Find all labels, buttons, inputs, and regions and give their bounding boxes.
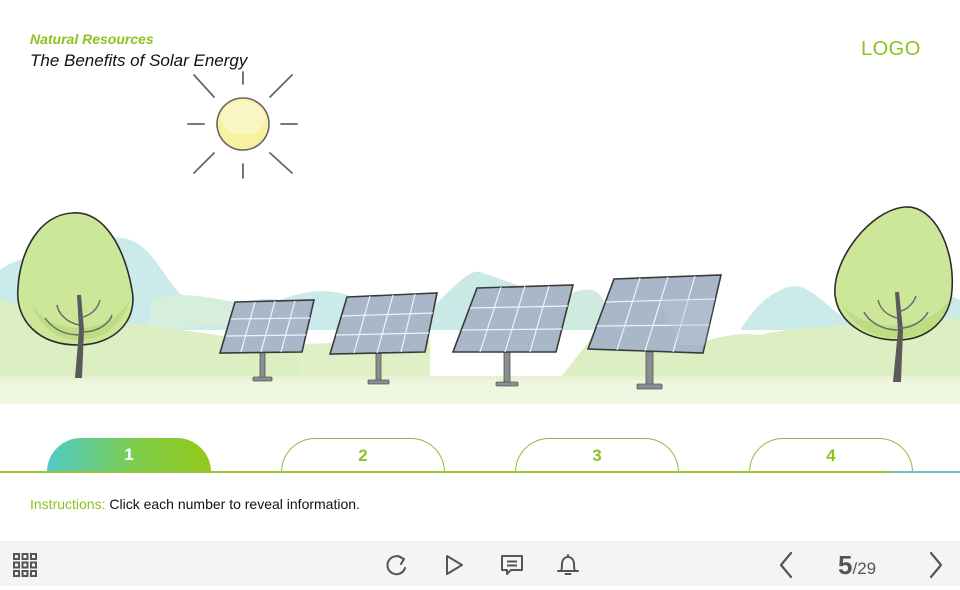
play-button[interactable] xyxy=(440,542,468,587)
solar-panel-icon xyxy=(451,284,575,387)
sun-icon xyxy=(187,71,298,179)
logo: LOGO xyxy=(861,38,921,60)
solar-panel-icon xyxy=(328,292,438,385)
next-slide-button[interactable] xyxy=(922,542,950,587)
scene-illustration xyxy=(0,60,960,410)
replay-icon xyxy=(386,554,406,575)
instructions-text: Click each number to reveal information. xyxy=(105,496,360,512)
notification-button[interactable] xyxy=(554,542,582,587)
play-icon xyxy=(446,554,463,575)
page-total: /29 xyxy=(852,559,877,578)
solar-panel-icon xyxy=(586,274,723,390)
bell-icon xyxy=(557,553,579,575)
comment-icon xyxy=(501,554,523,575)
chevron-right-icon xyxy=(929,551,943,578)
tree-icon xyxy=(17,212,134,378)
tab-2[interactable]: 2 xyxy=(281,438,445,472)
page-current: 5 xyxy=(838,550,853,580)
page-title: The Benefits of Solar Energy xyxy=(30,51,248,70)
prev-slide-button[interactable] xyxy=(772,542,800,587)
tab-3[interactable]: 3 xyxy=(515,438,679,472)
tab-4[interactable]: 4 xyxy=(749,438,913,472)
menu-button[interactable] xyxy=(10,542,40,587)
instructions-label: Instructions: xyxy=(30,496,106,512)
tab-1[interactable]: 1 xyxy=(47,438,211,472)
page-counter: 5/29 xyxy=(838,550,876,580)
tree-icon xyxy=(834,206,954,382)
comment-button[interactable] xyxy=(497,542,527,587)
tabs-baseline xyxy=(0,471,960,473)
solar-panel-icon xyxy=(218,299,316,382)
instructions: Instructions: Click each number to revea… xyxy=(30,496,360,512)
grid-menu-icon xyxy=(13,552,37,577)
header-subtitle: Natural Resources xyxy=(30,31,154,47)
player-footer: 5/29 xyxy=(0,541,960,586)
number-tabs: 1 2 3 4 xyxy=(0,438,960,474)
replay-button[interactable] xyxy=(383,542,411,587)
chevron-left-icon xyxy=(779,551,793,578)
